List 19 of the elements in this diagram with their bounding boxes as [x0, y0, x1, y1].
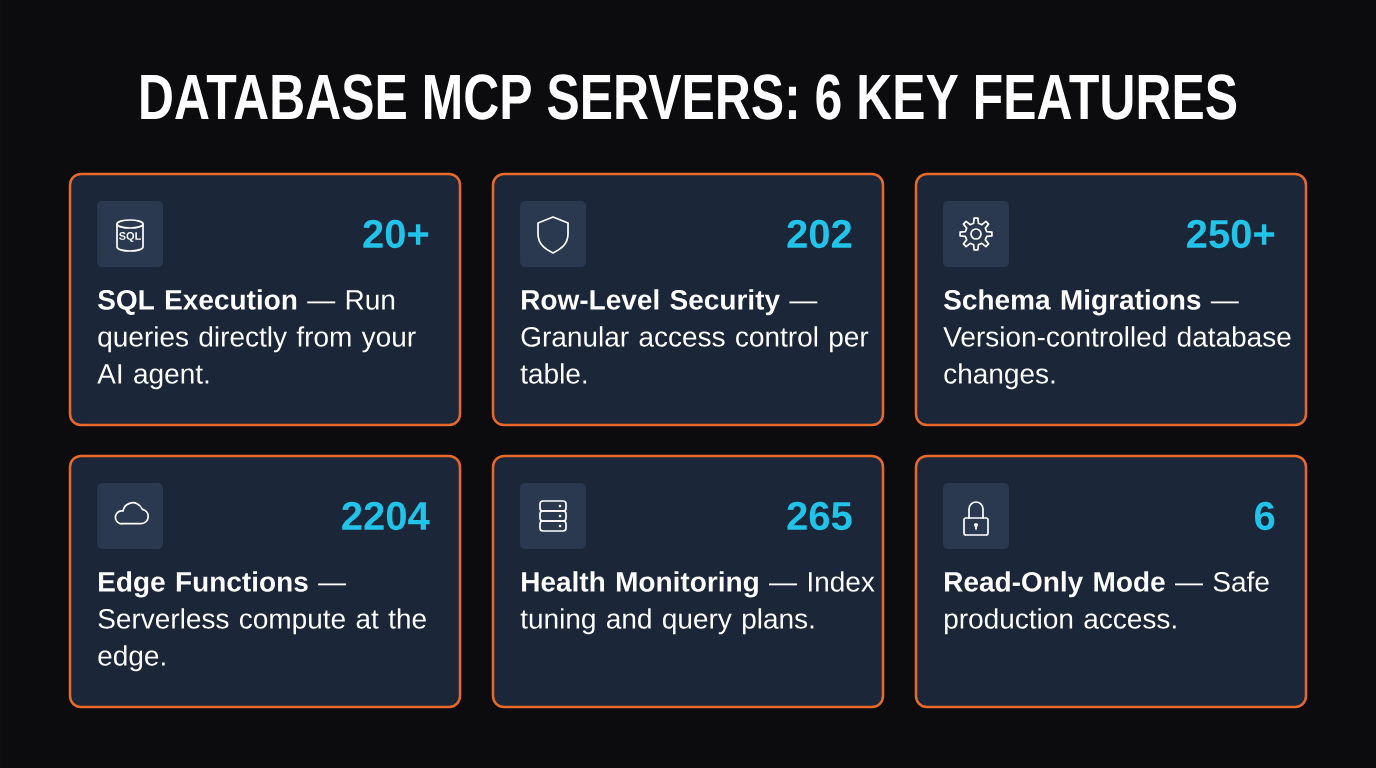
feature-description: Read-Only Mode — Safe production access.	[945, 571, 1269, 635]
feature-card	[914, 172, 1308, 427]
stat-number: 2204	[342, 501, 430, 531]
feature-card	[491, 172, 885, 427]
stat-number: 250+	[1187, 219, 1275, 249]
stat-number: 6	[1255, 501, 1275, 531]
feature-description: Health Monitoring — Index tuning and query plans.	[520, 571, 875, 635]
feature-card	[914, 454, 1308, 709]
stat-number: 20+	[363, 219, 429, 249]
feature-description: Edge Functions — Serverless compute at the edge.	[98, 571, 426, 672]
feature-card	[491, 454, 885, 709]
feature-card	[68, 172, 462, 427]
stat-number: 202	[787, 219, 852, 249]
feature-description: SQL Execution — Run queries directly from your AI agent.	[97, 289, 416, 390]
stat-number: 265	[787, 501, 852, 531]
feature-description: Schema Migrations — Version-controlled database changes.	[943, 289, 1291, 390]
title: DATABASE MCP SERVERS: 6 KEY FEATURES	[141, 74, 1237, 120]
feature-description: Row-Level Security — Granular access control per table.	[520, 289, 869, 384]
feature-card	[68, 454, 462, 709]
